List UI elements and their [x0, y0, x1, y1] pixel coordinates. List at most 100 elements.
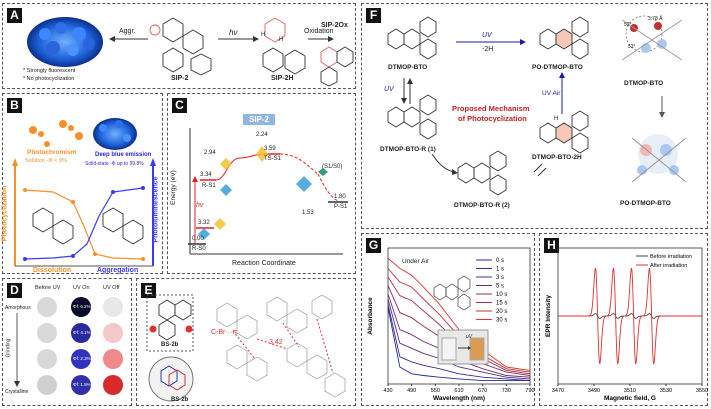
y-axis-title: Absorbance	[367, 297, 374, 335]
r1-label: DTMOP-BTO-R (1)	[380, 146, 436, 153]
legend-label: 0 s	[496, 258, 504, 264]
energy-153: 1.53	[302, 210, 314, 216]
crystalline-label: Crystalline	[5, 389, 29, 395]
panel-c: C SIP-2 Energy (eV) Reaction Coordinate …	[167, 93, 356, 274]
uv-left-label: UV	[384, 86, 394, 93]
solid-phi-label: Solid-state -Φ up to 99.8%	[85, 161, 144, 167]
legend-label: 30 s	[496, 318, 507, 324]
x-tick-label: 610	[454, 388, 463, 394]
xray-top-label: DTMOP-BTO	[624, 80, 664, 87]
uv-on-column	[71, 297, 91, 395]
angle-1: 52°	[624, 22, 632, 28]
s1s0-label: (S1/S0)	[322, 164, 343, 170]
energy-334: 3.34	[200, 172, 212, 178]
photochromism-label: Photochromism	[27, 149, 77, 156]
orange-molecule-sketch	[32, 207, 74, 245]
x-tick-label: 430	[383, 388, 392, 394]
energy-diagram	[188, 128, 348, 255]
x-tick-label: 490	[407, 388, 416, 394]
energy-224: 2.24	[256, 132, 268, 138]
note-fluorescent: * Strongly fluorescent	[23, 68, 76, 74]
panel-d: D Before UV UV On UV Off Amorphous Grind…	[2, 278, 132, 406]
panel-f: F	[361, 3, 708, 229]
2h-label: DTMOP-BTO-2H	[532, 154, 582, 161]
panel-label-g: G	[366, 238, 381, 253]
xray-dtmop-bto	[621, 15, 683, 61]
spectrum-line	[387, 304, 531, 382]
energy-332: 3.32	[198, 220, 210, 226]
legend-label: 15 s	[496, 301, 507, 307]
hv-label-c: hν	[196, 202, 204, 209]
before-uv-column	[37, 297, 57, 395]
legend-label: 10 s	[496, 292, 507, 298]
x-axis-title: Magnetic field, G	[604, 395, 656, 402]
uv-off-column	[103, 297, 123, 395]
bs2b-packing	[160, 365, 186, 391]
x-axis-aggregation: Aggregation	[97, 267, 139, 274]
dtmop-bto-label: DTMOP-BTO	[388, 64, 428, 71]
panel-label-f: F	[366, 8, 381, 23]
legend-label: 20 s	[496, 309, 507, 315]
xray-po-dtmop-bto	[631, 134, 687, 183]
r-s1-label: R-S1	[202, 183, 216, 189]
bs2b-structure	[158, 299, 192, 341]
spectrum-line	[387, 257, 531, 371]
bs2b-label-bottom: BS-2b	[171, 397, 189, 403]
energy-294: 2.94	[204, 150, 216, 156]
sip2h-label: SIP-2H	[271, 75, 294, 82]
x-tick-label: 3550	[696, 388, 708, 394]
sip2ox-structure	[320, 46, 354, 87]
blue-molecule-sketch	[102, 207, 144, 245]
panel-label-a: A	[7, 8, 22, 23]
distance-f: 3.78 Å	[648, 16, 663, 22]
x-tick-label: 550	[431, 388, 440, 394]
sip2-badge: SIP-2	[243, 114, 276, 125]
uv-label-g: uV	[466, 334, 473, 340]
x-tick-label: 670	[478, 388, 487, 394]
dtmop-bto-r2-structure	[457, 150, 507, 196]
x-tick-label: 790	[525, 388, 534, 394]
dtmop-bto-2h-structure	[539, 110, 589, 154]
under-air-label: Under Air	[402, 258, 430, 265]
dtmop-bto-structure	[387, 16, 437, 60]
minus-2h-label: -2H	[482, 46, 494, 53]
panel-b: B Photochromism Solution -Φ < 9% Deep bl…	[1, 93, 163, 274]
sip2-label: SIP-2	[171, 75, 189, 82]
inset-molecule	[433, 275, 471, 311]
phi-row2: Φf: 4.1%	[73, 330, 91, 335]
legend-label: After irradiation	[650, 263, 687, 269]
panel-a: A	[2, 3, 356, 89]
legend-label: 3 s	[496, 275, 504, 281]
y-axis-title: EPR Intensity	[545, 295, 552, 337]
amorphous-label: Amorphous	[5, 305, 31, 311]
before-uv-header: Before UV	[35, 285, 61, 291]
h-radical-label: ·H	[277, 37, 284, 43]
panel-e-graphic	[146, 294, 346, 402]
xray-bottom-label: PO-DTMOP-BTO	[620, 200, 671, 207]
phi-amorphous: Φf: 6.2%	[73, 304, 91, 309]
energy-359: 3.59	[264, 146, 276, 152]
panel-a-graphic	[27, 17, 354, 87]
uv-top-label: UV	[482, 32, 492, 39]
aggr-label: Aggr.	[119, 28, 136, 35]
blue-points	[23, 186, 145, 261]
inset-photo	[437, 329, 489, 365]
reaction-coordinate-label: Reaction Coordinate	[232, 260, 296, 267]
energy-180: 1.80	[334, 194, 346, 200]
r-s0-label: R-S0	[192, 246, 206, 252]
sip2-structure	[149, 17, 212, 76]
deep-blue-label: Deep blue emission	[95, 152, 152, 158]
vial-grid	[14, 297, 123, 395]
spectrum-line	[387, 268, 531, 373]
legend-label: 5 s	[496, 284, 504, 290]
y-axis-photoluminescence: Photoluminescence	[152, 176, 160, 243]
h-atom-f: H	[554, 116, 559, 122]
legend-label: 1 s	[496, 267, 504, 273]
orange-points	[23, 188, 145, 261]
sip2h-structure	[262, 17, 306, 75]
angle-2: 53°	[628, 44, 636, 50]
